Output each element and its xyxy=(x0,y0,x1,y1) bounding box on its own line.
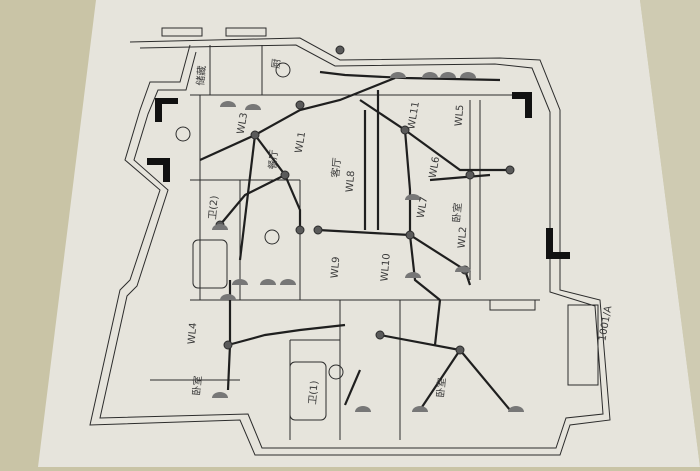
window xyxy=(489,299,536,311)
label-wl4: WL4 xyxy=(186,322,200,345)
label-living: 客厅 xyxy=(330,157,344,179)
outer-wall-inner xyxy=(99,44,604,449)
label-restaurant: 餐厅 xyxy=(267,149,281,171)
label-wl9: WL9 xyxy=(329,256,343,279)
window xyxy=(567,304,599,386)
outer-wall xyxy=(89,37,611,456)
label-wl8: WL8 xyxy=(344,170,358,193)
label-wl2: WL2 xyxy=(456,226,470,249)
label-bedroom-left: 卧室 xyxy=(191,375,205,397)
label-bedroom-bottom: 卧室 xyxy=(435,377,449,399)
label-storage: 储藏 xyxy=(195,65,209,87)
label-bedroom-right: 卧室 xyxy=(451,202,465,224)
label-wl5: WL5 xyxy=(453,104,467,127)
window xyxy=(161,27,203,37)
label-wc2: 卫(2) xyxy=(207,195,221,221)
label-wc1: 卫(1) xyxy=(307,380,321,406)
window xyxy=(225,27,267,37)
paper-shadow xyxy=(640,0,700,467)
bathtub-2 xyxy=(192,239,228,289)
bathtub-1 xyxy=(289,361,327,421)
ceiling-lamps xyxy=(175,62,344,380)
corner-markers xyxy=(147,92,570,259)
wall-lamps xyxy=(212,72,524,412)
floor-plan xyxy=(89,27,611,456)
label-kitchen: 厨 xyxy=(271,58,283,70)
